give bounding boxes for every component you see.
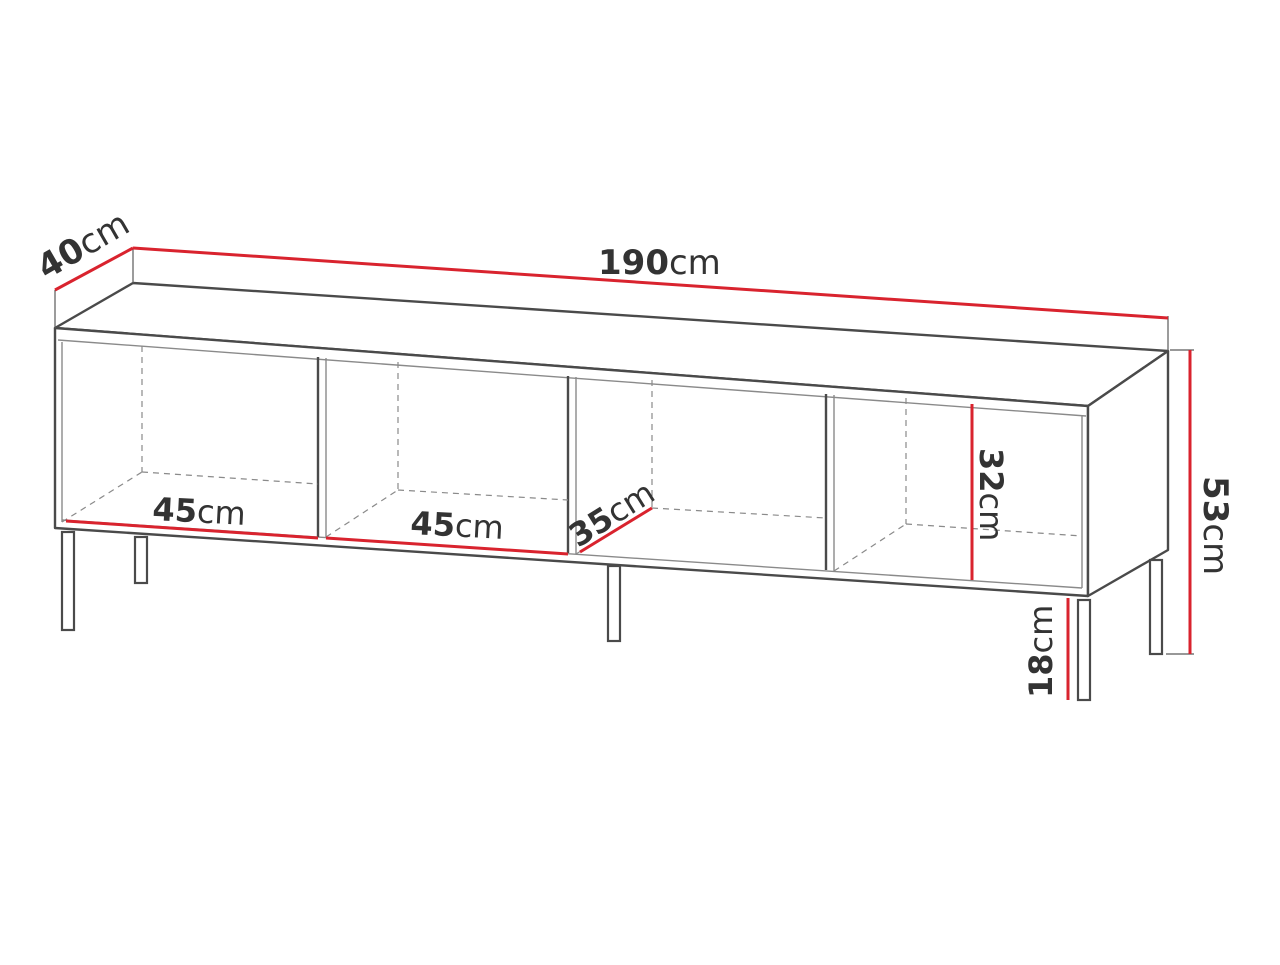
guide-lines xyxy=(54,248,1194,655)
compartment-2-dimension-line xyxy=(325,536,569,556)
compartment-depth-dimension-line xyxy=(579,506,653,554)
height-label: 53cm xyxy=(1195,476,1235,575)
width-dimension-line xyxy=(132,246,1169,320)
compartment-height-label: 32cm xyxy=(972,448,1010,541)
dividers xyxy=(61,342,1083,588)
compartment-1-label: 45cm xyxy=(152,490,247,533)
top-panel-edge xyxy=(57,339,1087,417)
compartment-1-dimension-line xyxy=(65,519,319,540)
compartment-2-label: 45cm xyxy=(410,504,505,547)
width-label: 190cm xyxy=(598,243,721,283)
legs xyxy=(60,530,1164,702)
dimension-lines xyxy=(54,246,1192,700)
cabinet-side xyxy=(1086,349,1170,598)
leg-height-label: 18cm xyxy=(1022,605,1060,698)
depth-dimension-line xyxy=(54,246,134,292)
